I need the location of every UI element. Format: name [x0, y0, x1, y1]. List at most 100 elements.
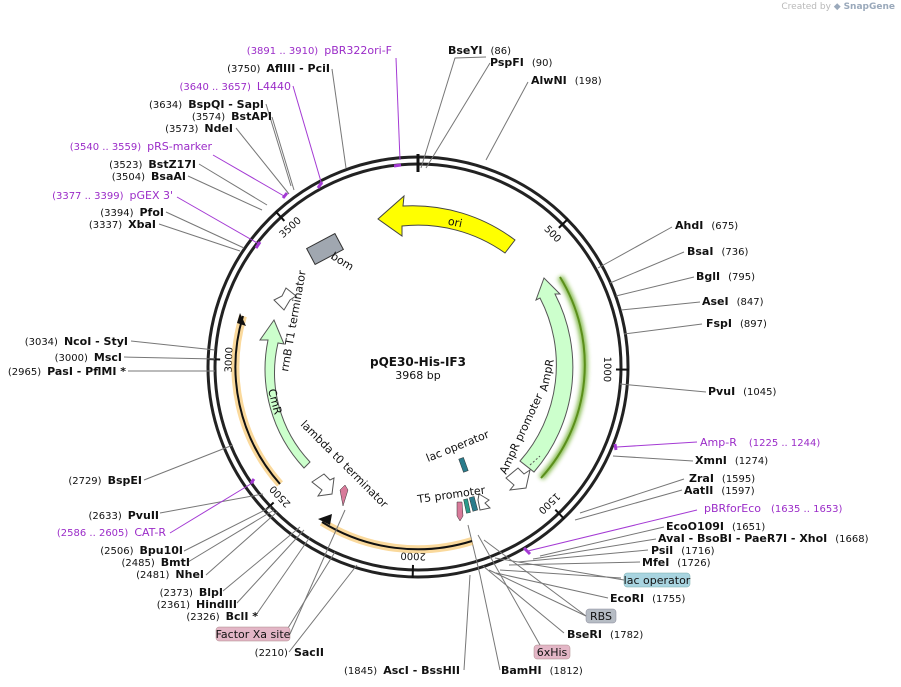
site-name: NdeI [204, 122, 233, 135]
box-6xhis[interactable]: 6xHis [533, 644, 571, 660]
site-asei[interactable]: AseI(847) [702, 295, 764, 308]
feature-ori[interactable] [377, 194, 516, 254]
primer-pgex3[interactable]: (3377 .. 3399)pGEX 3' [52, 189, 173, 202]
site-bseri[interactable]: BseRI(1782) [567, 628, 643, 641]
feature-ampr[interactable] [519, 275, 588, 481]
site-pos: (1651) [732, 522, 765, 533]
site-bseyi[interactable]: BseYI (86) [448, 44, 511, 57]
site-bamhi[interactable]: BamHI (1812) [501, 664, 583, 677]
site-pasi[interactable]: (2965)PasI - PflMI * [8, 365, 126, 378]
site-xmni[interactable]: XmnI(1274) [695, 454, 768, 467]
site-bcli[interactable]: (2326)BclI * [186, 610, 258, 623]
site-name: EcoO109I [666, 520, 724, 533]
site-name: BstZ17I [148, 158, 196, 171]
site-blpi[interactable]: (2373)BlpI [160, 586, 223, 599]
site-name: PsiI [651, 544, 673, 557]
site-afliii[interactable]: (3750)AflIII - PciI [227, 62, 330, 75]
primer-amp-r[interactable]: Amp-R(1225 .. 1244) [700, 436, 820, 449]
primer-pbr322ori-f[interactable]: (3891 .. 3910)pBR322ori-F [247, 44, 392, 57]
site-ndei[interactable]: (3573)NdeI [165, 122, 233, 135]
primer-range: (3540 .. 3559) [70, 142, 142, 153]
site-asci[interactable]: (1845)AscI - BssHII [344, 664, 460, 677]
feature-lambda-arrow[interactable] [311, 473, 349, 507]
site-pos: (3634) [149, 100, 182, 111]
site-mfei[interactable]: MfeI(1726) [642, 556, 711, 569]
watermark-brand: SnapGene [843, 2, 895, 12]
feature-lower-arc[interactable] [318, 514, 474, 554]
feature-left-arc[interactable] [231, 313, 283, 487]
site-fspi[interactable]: FspI(897) [706, 317, 767, 330]
site-pvui[interactable]: PvuI (1045) [708, 385, 777, 398]
snapgene-logo-icon: ◆ [833, 2, 841, 12]
box-label: Factor Xa site [216, 628, 291, 641]
box-lac-operator[interactable]: lac operator [624, 572, 691, 588]
site-pos: (2373) [160, 588, 193, 599]
site-pos: (3394) [100, 208, 133, 219]
site-bpu10i[interactable]: (2506)Bpu10I [100, 544, 183, 557]
primer-l4440[interactable]: (3640 .. 3657)L4440 [179, 80, 291, 93]
site-bstapi[interactable]: (3574)BstAPI [192, 110, 272, 123]
feature-bom[interactable] [305, 232, 345, 266]
primer-prs-marker[interactable]: (3540 .. 3559)pRS-marker [70, 140, 213, 153]
site-msci[interactable]: (3000)MscI [55, 351, 122, 364]
site-aatii[interactable]: AatII(1597) [684, 484, 755, 497]
site-name: NheI [175, 568, 204, 581]
site-pfoi[interactable]: (3394)PfoI [100, 206, 164, 219]
site-pvuii[interactable]: (2633)PvuII [88, 509, 159, 522]
site-pos: (1274) [735, 456, 768, 467]
site-sacii[interactable]: (2210)SacII [255, 646, 324, 659]
site-zrai[interactable]: ZraI(1595) [689, 472, 755, 485]
site-name: BspEI [108, 474, 142, 487]
feature-rrnb-arrow[interactable] [273, 287, 297, 311]
tick-mark [554, 508, 566, 520]
site-leader-lines [123, 56, 707, 671]
site-pos: (1595) [722, 474, 755, 485]
site-pos: (2361) [157, 600, 190, 611]
site-bspei[interactable]: (2729)BspEI [68, 474, 142, 487]
site-pos: (897) [740, 319, 767, 330]
site-name: AscI - BssHII [383, 664, 460, 677]
site-nhei[interactable]: (2481)NheI [136, 568, 204, 581]
site-name: BseYI [448, 44, 482, 57]
box-leaders [289, 509, 625, 646]
site-bgli[interactable]: BglI(795) [696, 270, 755, 283]
feature-ampr-promoter[interactable] [505, 455, 541, 491]
primer-name: pBR322ori-F [324, 44, 392, 57]
site-bstz17i[interactable]: (3523)BstZ17I [109, 158, 196, 171]
primer-name: pBRforEco [704, 502, 761, 515]
site-ahdi[interactable]: AhdI(675) [675, 219, 738, 232]
site-ecori[interactable]: EcoRI(1755) [610, 592, 686, 605]
site-alwni[interactable]: AlwNI(198) [531, 74, 602, 87]
box-factor-xa[interactable]: Factor Xa site [216, 626, 291, 642]
site-bspqi[interactable]: (3634)BspQI - SapI [149, 98, 264, 111]
site-ecoo109i[interactable]: EcoO109I (1651) [666, 520, 765, 533]
primer-cat-r[interactable]: (2586 .. 2605)CAT-R [57, 526, 166, 539]
primer-pbrforeco[interactable]: pBRforEco (1635 .. 1653) [704, 502, 843, 515]
site-ncoi[interactable]: (3034)NcoI - StyI [25, 335, 128, 348]
feature-t5-cluster[interactable] [456, 457, 492, 522]
feature-cmr[interactable] [259, 318, 311, 469]
site-name: BamHI [501, 664, 542, 677]
label-rrnb-t1: rrnB T1 terminator [278, 269, 309, 373]
site-avai-group[interactable]: AvaI - BsoBI - PaeR7I - XhoI(1668) [658, 532, 869, 545]
primer-marks [249, 163, 618, 556]
site-xbai[interactable]: (3337)XbaI [89, 218, 156, 231]
site-pspfi[interactable]: PspFI(90) [490, 56, 553, 69]
site-bsaai[interactable]: (3504)BsaAI [112, 170, 186, 183]
site-psii[interactable]: PsiI(1716) [651, 544, 715, 557]
site-pos: (1045) [743, 387, 776, 398]
label-bom: bom [328, 250, 356, 274]
plasmid-name: pQE30-His-IF3 [370, 355, 466, 369]
site-bsai[interactable]: BsaI(736) [687, 245, 748, 258]
site-pos: (86) [490, 46, 511, 57]
site-name: PvuI [708, 385, 735, 398]
site-name: XbaI [128, 218, 156, 231]
site-pos: (3750) [227, 64, 260, 75]
site-pos: (1812) [550, 666, 583, 677]
site-hindiii[interactable]: (2361)HindIII [157, 598, 237, 611]
primer-range: (2586 .. 2605) [57, 528, 129, 539]
site-bmti[interactable]: (2485)BmtI [122, 556, 190, 569]
box-rbs[interactable]: RBS [585, 608, 617, 624]
primer-range: (1635 .. 1653) [771, 504, 843, 515]
